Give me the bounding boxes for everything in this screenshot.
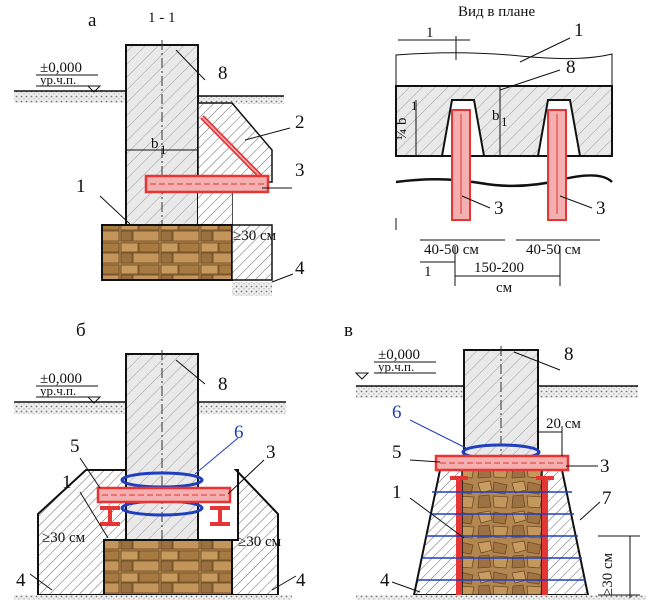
dim-min30-a: ≥30 см bbox=[233, 228, 277, 244]
marker-3-plan-1: 3 bbox=[494, 198, 504, 219]
panel-label-v: в bbox=[344, 320, 353, 341]
marker-3-a: 3 bbox=[295, 160, 305, 181]
stone-foundation bbox=[101, 224, 233, 281]
panel-b bbox=[14, 350, 297, 600]
ground-strip-left bbox=[14, 91, 126, 103]
panel-label-a: а bbox=[88, 10, 97, 31]
dim-b1-plan: b bbox=[492, 108, 500, 124]
level-ground-v: ур.ч.п. bbox=[378, 359, 414, 374]
marker-3-b: 3 bbox=[266, 442, 276, 463]
dim-b1-sub: 1 bbox=[160, 142, 167, 157]
dim-20cm: 20 см bbox=[546, 416, 581, 432]
dim-min30-b-left: ≥30 см bbox=[42, 530, 86, 546]
marker-3-v: 3 bbox=[600, 456, 610, 477]
marker-7-v: 7 bbox=[602, 488, 612, 509]
panel-v bbox=[354, 346, 646, 600]
marker-6-v: 6 bbox=[392, 402, 402, 423]
section-label: 1 - 1 bbox=[148, 10, 176, 26]
marker-2-a: 2 bbox=[295, 112, 305, 133]
level-zero-v: ±0,000 bbox=[378, 347, 420, 363]
beam-b bbox=[96, 486, 232, 504]
marker-8-a: 8 bbox=[218, 63, 228, 84]
marker-8-v: 8 bbox=[564, 344, 574, 365]
marker-5-b: 5 bbox=[70, 436, 80, 457]
marker-3-plan-2: 3 bbox=[596, 198, 606, 219]
panel-a bbox=[14, 40, 294, 296]
level-ground-a: ур.ч.п. bbox=[40, 72, 76, 87]
plan-dim-1-bottom: 1 bbox=[424, 264, 432, 280]
dim-min30-v: ≥30 см bbox=[600, 552, 616, 596]
marker-8-b: 8 bbox=[218, 374, 228, 395]
marker-4-b-right: 4 bbox=[296, 570, 306, 591]
stone-foundation-b bbox=[103, 539, 233, 596]
dim-4050-right: 40-50 см bbox=[526, 242, 581, 258]
marker-4-b-left: 4 bbox=[16, 570, 26, 591]
beam-v bbox=[434, 454, 570, 472]
marker-4-v: 4 bbox=[380, 570, 390, 591]
dim-4050-left: 40-50 см bbox=[424, 242, 479, 258]
plan-title: Вид в плане bbox=[458, 4, 535, 20]
dim-quarter-b1: ¼ b bbox=[394, 118, 410, 141]
marker-5-v: 5 bbox=[392, 442, 402, 463]
dim-quarter-b1-sub: 1 bbox=[411, 98, 418, 113]
marker-1-b: 1 bbox=[62, 472, 72, 493]
dim-b1: b bbox=[151, 136, 159, 152]
marker-6-b: 6 bbox=[234, 422, 244, 443]
dim-min30-b-right: ≥30 см bbox=[238, 534, 282, 550]
rubble-foundation bbox=[461, 469, 543, 596]
level-ground-b: ур.ч.п. bbox=[40, 383, 76, 398]
level-zero-b: ±0,000 bbox=[40, 371, 82, 387]
plan-view bbox=[395, 36, 613, 286]
marker-1-plan: 1 bbox=[574, 20, 584, 41]
ground-strip-right bbox=[198, 96, 284, 104]
marker-1-v: 1 bbox=[392, 482, 402, 503]
dim-150200: 150-200 bbox=[474, 260, 524, 276]
marker-1-a: 1 bbox=[76, 176, 86, 197]
marker-4-a: 4 bbox=[295, 258, 305, 279]
dim-b1-plan-sub: 1 bbox=[501, 114, 508, 129]
dim-150200-unit: см bbox=[496, 280, 513, 296]
panel-label-b: б bbox=[76, 320, 86, 341]
plan-dim-1-top: 1 bbox=[426, 25, 434, 41]
level-zero-a: ±0,000 bbox=[40, 60, 82, 76]
marker-8-plan: 8 bbox=[566, 57, 576, 78]
